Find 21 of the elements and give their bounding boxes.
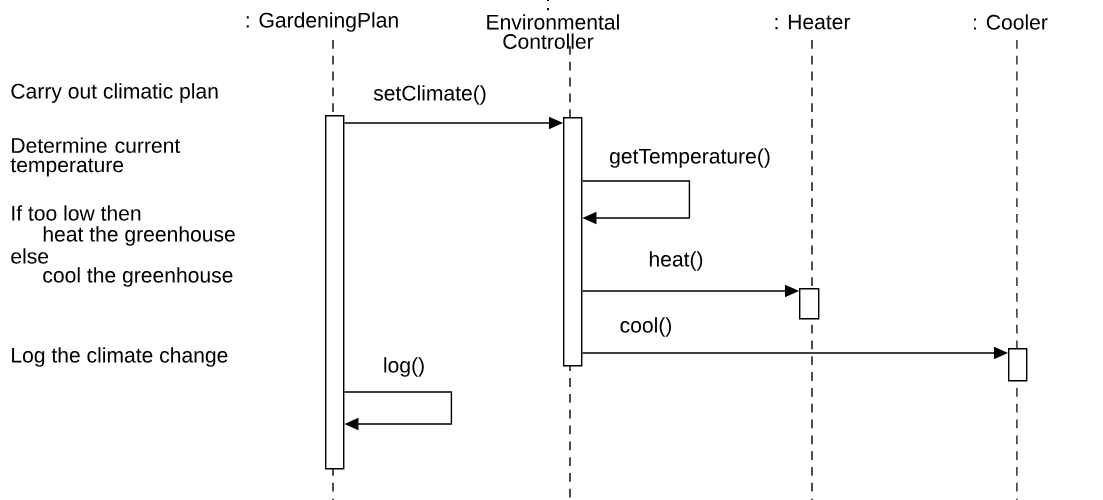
message-label: heat() — [646, 249, 706, 273]
activation-bar — [799, 288, 820, 320]
activation-bar — [1008, 348, 1028, 382]
object-label: : GardeningPlan — [246, 12, 398, 32]
note-text: else — [11, 248, 49, 264]
activation-bar — [325, 115, 345, 470]
message-label: cool() — [617, 315, 675, 339]
note-text: If too low then — [12, 205, 141, 221]
note-text: Determine current temperature — [10, 137, 181, 177]
object-label: : Cooler — [974, 14, 1048, 30]
message-label: setClimate() — [371, 83, 489, 107]
message-arrow — [343, 391, 453, 431]
note-text: Carry out climatic plan — [11, 83, 218, 103]
message-arrow — [581, 180, 691, 225]
message-label: log() — [381, 355, 427, 379]
note-text: heat the greenhouse — [43, 226, 235, 246]
message-label: getTemperature() — [607, 146, 773, 170]
note-text: cool the greenhouse — [43, 267, 233, 287]
note-text: Log the climate change — [12, 347, 228, 367]
object-label: : Heater — [775, 14, 851, 30]
activation-bar — [563, 117, 583, 367]
